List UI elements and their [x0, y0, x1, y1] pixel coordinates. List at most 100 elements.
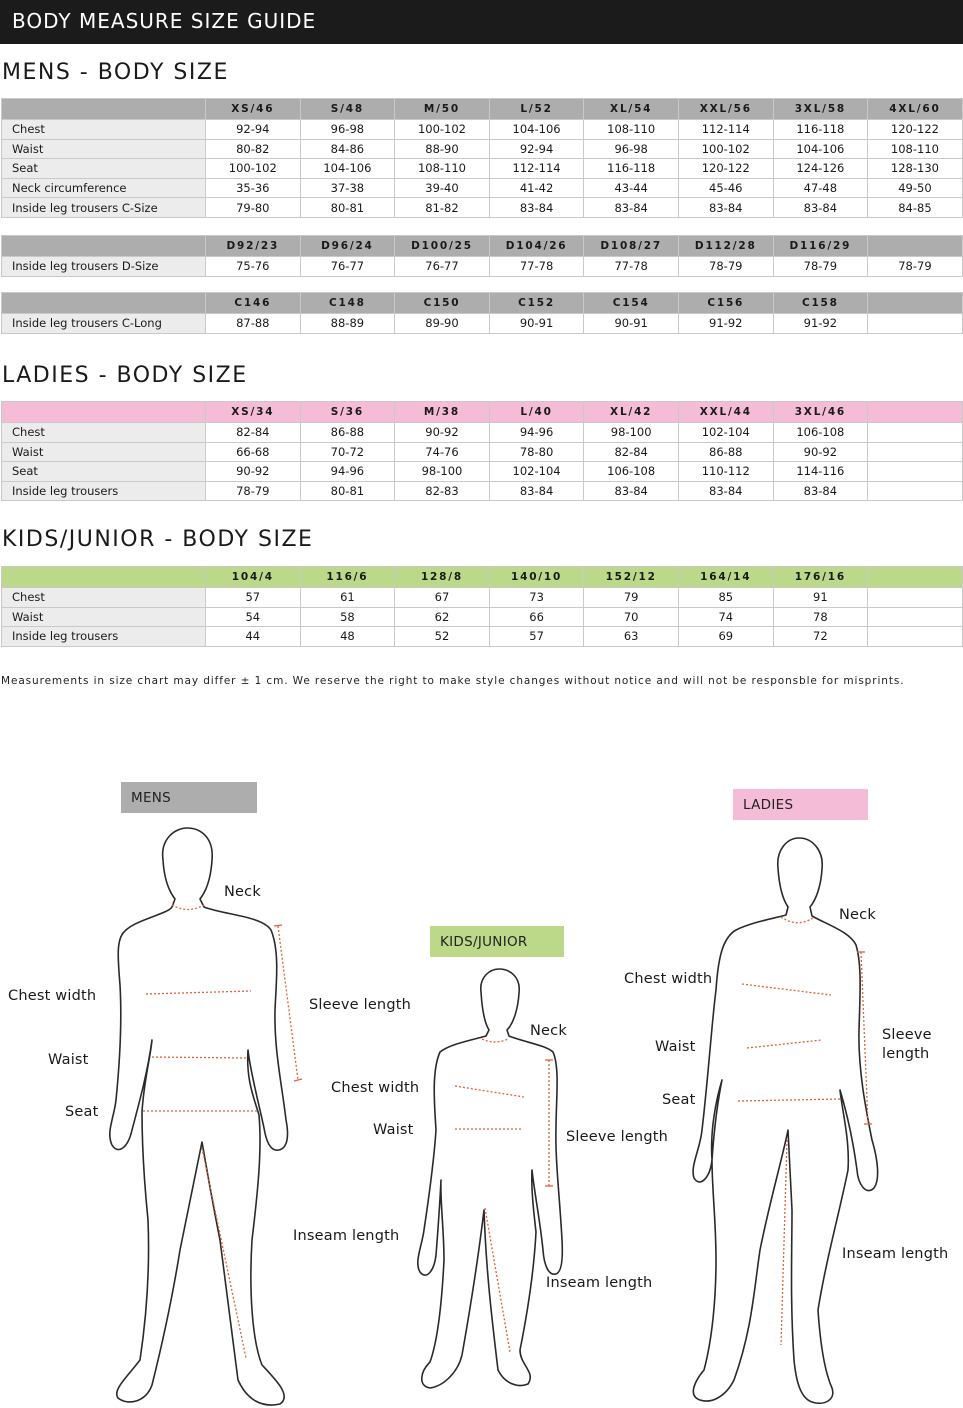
kids-figure-tag: KIDS/JUNIOR [430, 926, 564, 957]
measure-value-cell [867, 626, 963, 647]
measure-value-cell: 69 [677, 626, 774, 647]
size-header-cell: D112/28 [677, 235, 774, 257]
size-header-cell: XXL/44 [677, 401, 774, 423]
measure-value-cell: 78-79 [772, 256, 869, 277]
measure-value-cell: 83-84 [583, 197, 679, 218]
measure-value-cell: 81-82 [394, 197, 490, 218]
kids-neck-label: Neck [530, 1023, 567, 1039]
ladies-waist-label: Waist [655, 1039, 696, 1055]
mens-chest-label: Chest width [8, 988, 97, 1004]
mens-inseam-label: Inseam length [293, 1228, 400, 1244]
measure-value-cell: 80-81 [299, 197, 396, 218]
measure-value-cell [867, 313, 963, 334]
measure-value-cell: 78-79 [677, 256, 774, 277]
size-header-cell: D100/25 [394, 235, 490, 257]
measure-value-cell: 78-79 [867, 256, 963, 277]
mens-section-title: MENS - BODY SIZE [2, 60, 229, 85]
measure-value-cell: 90-91 [583, 313, 679, 334]
ladies-body-figure [692, 837, 879, 1404]
measure-value-cell: 116-118 [772, 119, 869, 140]
measure-value-cell: 88-90 [394, 138, 490, 160]
measure-value-cell: 80-81 [299, 480, 396, 502]
size-header-cell: S/36 [299, 401, 396, 423]
size-header-cell: XS/34 [205, 401, 301, 423]
size-header-cell: D116/29 [772, 235, 869, 257]
kids-inseam-label: Inseam length [546, 1275, 653, 1291]
measure-value-cell: 88-89 [299, 313, 396, 334]
measure-value-cell: 91-92 [772, 313, 869, 334]
measure-value-cell: 90-91 [488, 313, 585, 334]
size-header-cell: 116/6 [299, 566, 396, 588]
measure-value-cell: 100-102 [394, 119, 490, 140]
kids-body-figure [417, 968, 564, 1389]
size-header-cell: L/40 [488, 401, 585, 423]
size-header-cell: L/52 [488, 98, 585, 120]
measure-label-cell: Neck circumference [1, 177, 206, 199]
measure-value-cell: 98-100 [583, 422, 679, 443]
size-header-cell: 176/16 [772, 566, 869, 588]
size-header-cell: C150 [394, 292, 490, 314]
measure-value-cell: 54 [205, 606, 301, 628]
measure-value-cell: 75-76 [205, 256, 301, 277]
measure-value-cell: 39-40 [394, 177, 490, 199]
measure-value-cell: 74 [677, 606, 774, 628]
measure-value-cell: 79 [583, 587, 679, 608]
measure-label-cell: Seat [1, 461, 206, 482]
size-header-cell: C158 [772, 292, 869, 314]
size-header-cell: C152 [488, 292, 585, 314]
size-header-cell: XL/42 [583, 401, 679, 423]
measure-label-cell: Chest [1, 119, 206, 140]
ladies-sleeve-label-line1: Sleeve [882, 1027, 932, 1043]
size-header-cell [867, 566, 963, 588]
measure-value-cell: 83-84 [488, 480, 585, 502]
measure-value-cell: 41-42 [488, 177, 585, 199]
measure-value-cell: 110-112 [677, 461, 774, 482]
header-corner-cell [1, 401, 206, 423]
size-header-cell: D92/23 [205, 235, 301, 257]
ladies-section-title: LADIES - BODY SIZE [2, 363, 248, 388]
header-corner-cell [1, 292, 206, 314]
measure-value-cell: 104-106 [299, 158, 396, 179]
size-disclaimer: Measurements in size chart may differ ± … [1, 675, 905, 687]
kids-section-title: KIDS/JUNIOR - BODY SIZE [2, 527, 314, 552]
size-header-cell: XL/54 [583, 98, 679, 120]
measure-value-cell: 83-84 [772, 480, 869, 502]
measure-value-cell: 104-106 [488, 119, 585, 140]
mens-sleeve-label: Sleeve length [309, 997, 412, 1013]
measure-value-cell: 77-78 [488, 256, 585, 277]
size-header-cell: 4XL/60 [867, 98, 963, 120]
size-header-cell: S/48 [299, 98, 396, 120]
measure-value-cell [867, 480, 963, 502]
ladies-seat-label: Seat [662, 1092, 696, 1108]
size-header-cell [867, 235, 963, 257]
mens-body-figure [109, 827, 289, 1406]
measure-value-cell: 100-102 [205, 158, 301, 179]
measure-value-cell: 84-86 [299, 138, 396, 160]
measure-value-cell: 43-44 [583, 177, 679, 199]
measure-label-cell: Inside leg trousers C-Size [1, 197, 206, 218]
size-header-cell: 140/10 [488, 566, 585, 588]
size-header-cell: 152/12 [583, 566, 679, 588]
measure-value-cell: 78-80 [488, 441, 585, 463]
size-header-cell: D96/24 [299, 235, 396, 257]
measure-value-cell: 89-90 [394, 313, 490, 334]
measure-value-cell: 76-77 [299, 256, 396, 277]
measure-value-cell: 83-84 [677, 480, 774, 502]
measure-label-cell: Chest [1, 587, 206, 608]
measure-value-cell: 44 [205, 626, 301, 647]
